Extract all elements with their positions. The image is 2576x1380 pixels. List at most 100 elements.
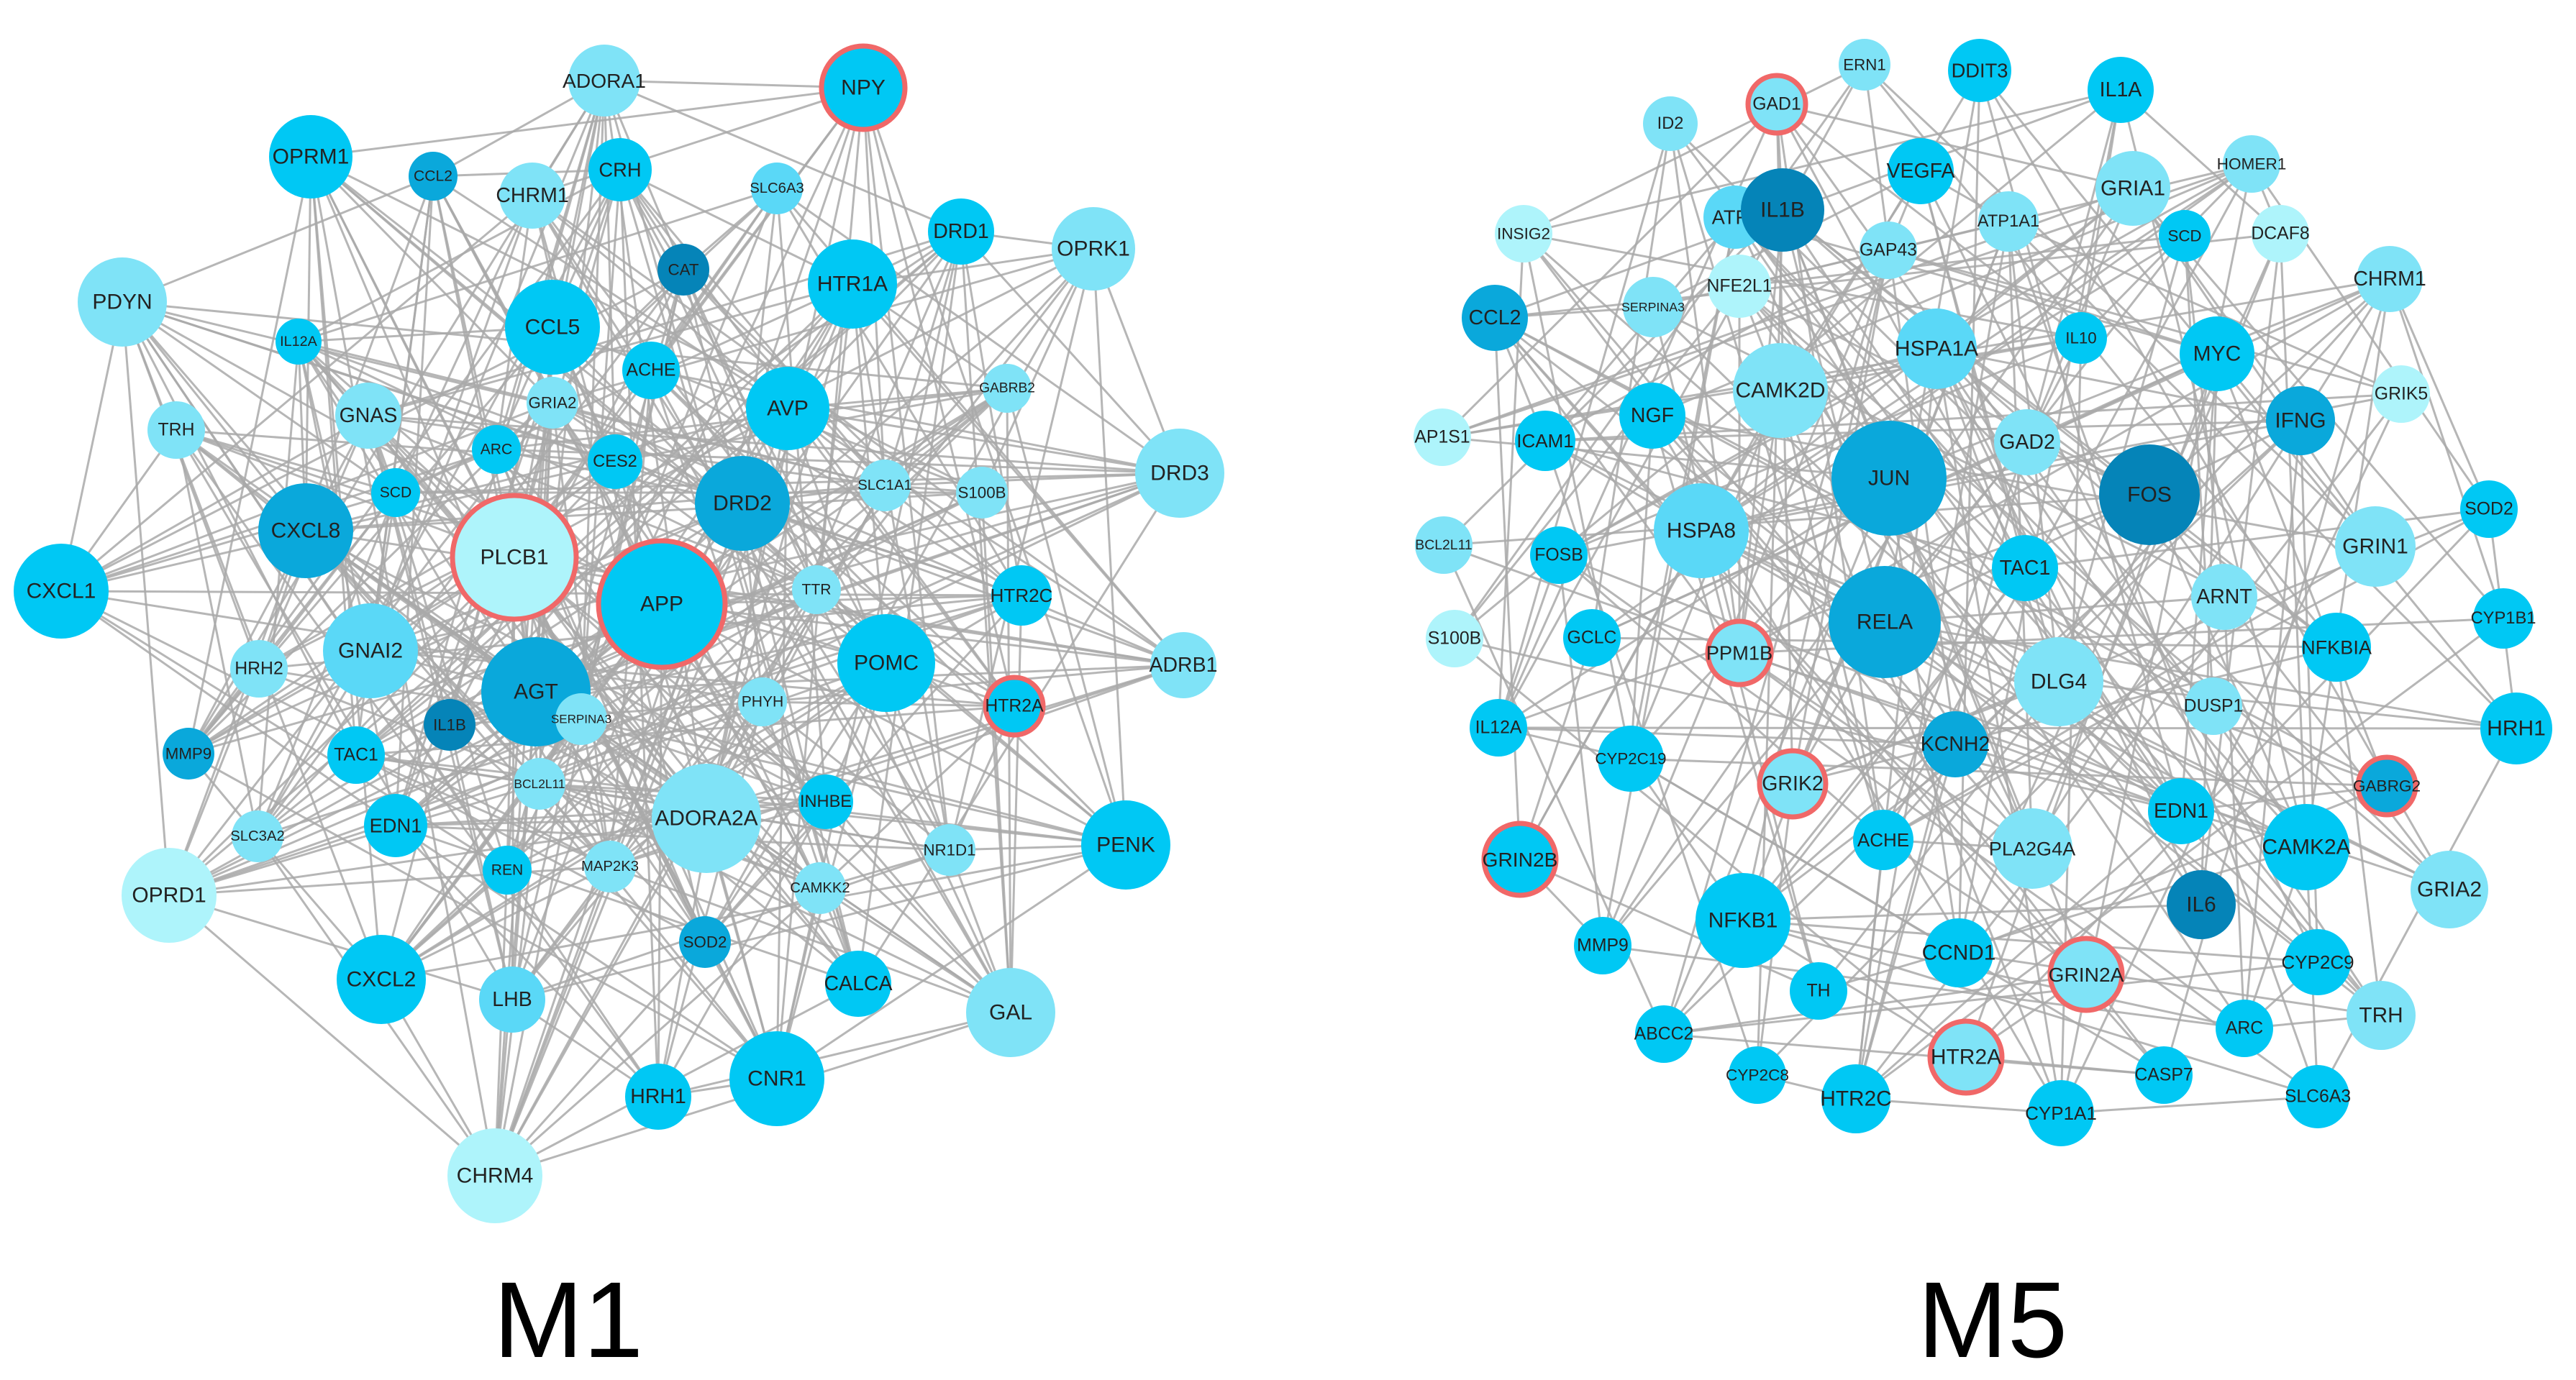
node-label: GAP43 (1860, 241, 1917, 260)
node-circle (2460, 480, 2518, 538)
node-gnai2: GNAI2 (323, 603, 418, 698)
node-ap1s1: AP1S1 (1414, 408, 1471, 466)
node-circle (924, 824, 975, 876)
node-arnt: ARNT (2191, 564, 2257, 630)
node-dlg4: DLG4 (2014, 637, 2103, 726)
node-circle (2411, 851, 2488, 928)
node-bcl2l11: BCL2L11 (514, 758, 565, 810)
node-label: NGF (1631, 404, 1674, 427)
edge-abcc2-cyp2c9 (1663, 961, 2318, 1036)
node-circle (527, 377, 578, 429)
node-label: OPRM1 (273, 145, 350, 169)
node-label: HTR2C (1820, 1087, 1891, 1111)
edge-atp1a1-hrh1 (2007, 220, 2518, 730)
edge-arc-ifng (2243, 420, 2302, 1029)
edge-cxcl1-map2k3 (60, 590, 611, 868)
edge-hspa1a-edn1 (1935, 348, 2183, 812)
node-circle (1426, 610, 1483, 667)
node-label: SLC6A3 (750, 181, 804, 196)
edge-ache-fosb (1558, 554, 1884, 841)
node-label: SERPINA3 (1621, 300, 1685, 314)
edge-icam1-gap43 (1544, 249, 1889, 442)
node-circle (1860, 221, 1917, 279)
node-circle (1922, 711, 1988, 777)
node-circle (1729, 1046, 1786, 1104)
node-label: GRIA1 (2101, 177, 2165, 201)
node-label: TAC1 (334, 746, 378, 765)
node-label: SLC1A1 (857, 477, 912, 493)
node-circle (2480, 693, 2552, 764)
node-circle (1853, 810, 1913, 870)
node-myc: MYC (2180, 316, 2254, 391)
edge-grin2b-camk2d (1519, 390, 1782, 860)
node-serpina3: SERPINA3 (1621, 277, 1685, 337)
node-cyp2c8: CYP2C8 (1726, 1046, 1789, 1104)
edge-htr2c-il1a (1854, 89, 2122, 1100)
edge-oprm1-s100b (310, 155, 983, 494)
node-circle (792, 565, 841, 614)
edge-nfkb1-tac1 (1742, 567, 2026, 921)
node-cat: CAT (657, 244, 709, 296)
node-tac1: TAC1 (1992, 535, 2058, 601)
node-label: CXCL2 (347, 968, 417, 992)
node-map2k3: MAP2K3 (581, 841, 639, 892)
node-circle (122, 848, 217, 943)
edge-map2k3-gria2 (551, 402, 611, 867)
edge-hrh1-pdyn (121, 301, 660, 1097)
node-label: TRH (2359, 1004, 2403, 1028)
node-circle (364, 794, 427, 857)
node-label: HRH2 (235, 659, 283, 679)
edge-il1a-dcaf8 (2119, 88, 2282, 235)
node-circle (2286, 1065, 2349, 1128)
edge-ccl2-grin2b (1493, 317, 1521, 860)
edge-edn1-cnr1 (395, 824, 778, 1080)
panel-label-m5: M5 (1918, 1259, 2067, 1380)
node-label: GABRB2 (979, 381, 1035, 396)
node-label: GRIN2A (2049, 963, 2124, 986)
node-ces2: CES2 (588, 434, 642, 489)
node-label: FOSB (1534, 546, 1583, 565)
node-circle (335, 383, 401, 449)
edge-lhb-phyh (511, 701, 764, 1000)
node-circle (2185, 677, 2242, 735)
node-circle (1150, 632, 1216, 698)
node-s100b: S100B (1426, 610, 1483, 667)
node-circle (472, 425, 521, 474)
node-sod2: SOD2 (2460, 480, 2518, 538)
edge-hrh2-oprk1 (258, 247, 1094, 670)
node-circle (2252, 205, 2309, 262)
node-circle (2216, 1000, 2273, 1057)
node-label: ID2 (1657, 114, 1684, 133)
node-label: VEGFA (1886, 160, 1954, 183)
node-circle (751, 163, 803, 214)
edge-pomc-ces2 (614, 460, 887, 664)
node-label: GABRG2 (2353, 777, 2421, 795)
node-abcc2: ABCC2 (1634, 1005, 1693, 1063)
node-penk: PENK (1081, 800, 1170, 890)
node-grin2b: GRIN2B (1481, 821, 1559, 898)
edge-hrh1-inhbe (657, 801, 827, 1097)
node-circle (483, 846, 532, 895)
node-circle (327, 726, 385, 784)
node-circle (837, 614, 935, 712)
edge-slc1a1-oprk1 (883, 248, 1095, 486)
node-label: GNAS (340, 404, 398, 427)
edge-nr1d1-lhb (511, 849, 950, 1001)
node-hspa8: HSPA8 (1654, 483, 1749, 578)
node-circle-highlighted (1745, 73, 1808, 136)
edge-il12a-slc3a2 (256, 341, 300, 837)
node-circle (1414, 408, 1471, 466)
node-label: HRH1 (630, 1085, 686, 1108)
node-circle (1081, 800, 1170, 890)
node-label: CXCL1 (27, 580, 96, 603)
node-label: GRIK5 (2375, 385, 2428, 404)
edge-gal-cxcl8 (305, 529, 1011, 1014)
node-gal: GAL (966, 968, 1055, 1057)
node-circle (808, 239, 897, 329)
node-il10: IL10 (2055, 312, 2107, 364)
edge-cnr1-penk (776, 844, 1127, 1080)
node-circle (1888, 138, 1954, 204)
edge-hrh1-ddit3 (1978, 70, 2518, 729)
node-circle (1733, 343, 1828, 438)
node-il12a: IL12A (276, 319, 322, 365)
